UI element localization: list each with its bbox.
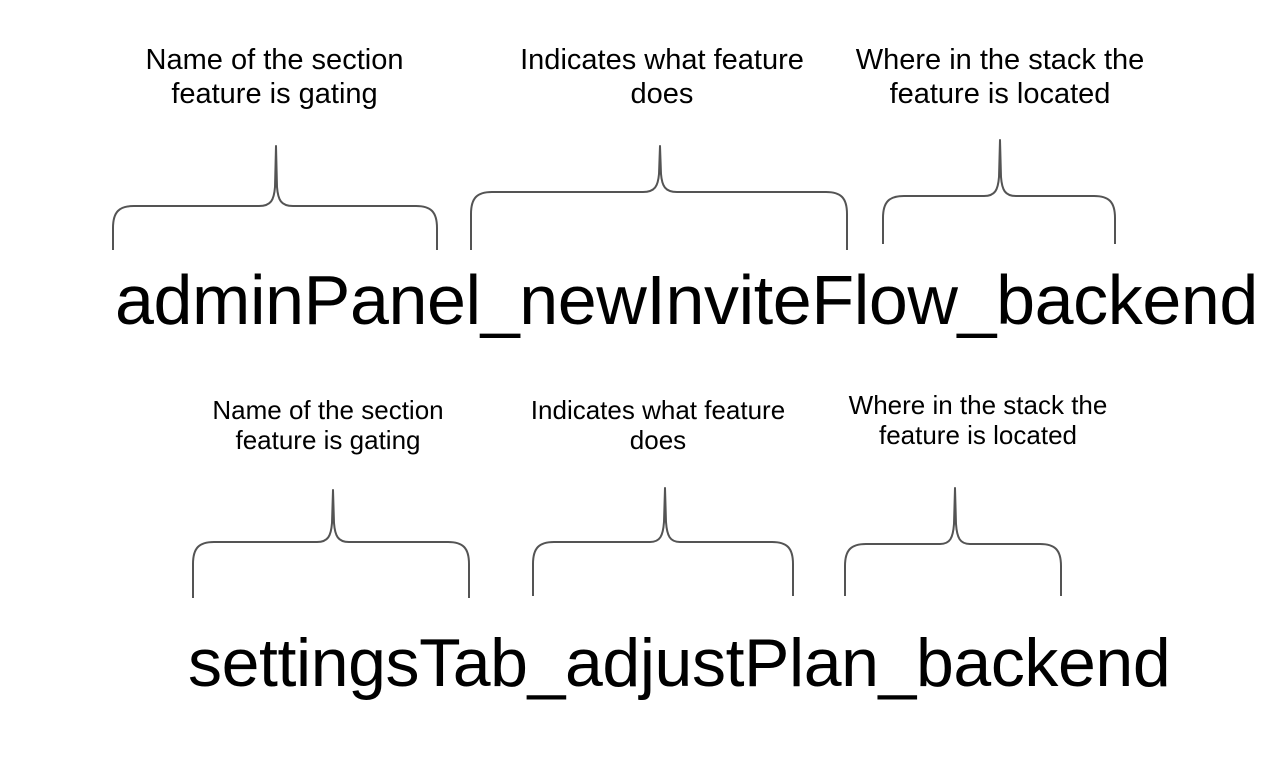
flag-name-1: adminPanel_newInviteFlow_backend <box>115 261 1258 339</box>
annotation-label-1-3: Where in the stack the feature is locate… <box>855 44 1145 110</box>
annotation-label-1-1: Name of the section feature is gating <box>145 44 404 110</box>
annotation-label-2-1: Name of the section feature is gating <box>212 395 444 456</box>
brace-2-3 <box>842 487 1064 596</box>
brace-2-1 <box>190 489 472 598</box>
brace-1-1 <box>110 145 440 250</box>
brace-1-2 <box>468 145 850 250</box>
annotation-label-2-3: Where in the stack the feature is locate… <box>848 390 1108 451</box>
flag-name-2: settingsTab_adjustPlan_backend <box>188 625 1171 701</box>
annotation-label-2-2: Indicates what feature does <box>530 395 786 456</box>
annotation-label-1-2: Indicates what feature does <box>520 44 804 110</box>
brace-2-2 <box>530 487 796 596</box>
brace-1-3 <box>880 139 1118 244</box>
